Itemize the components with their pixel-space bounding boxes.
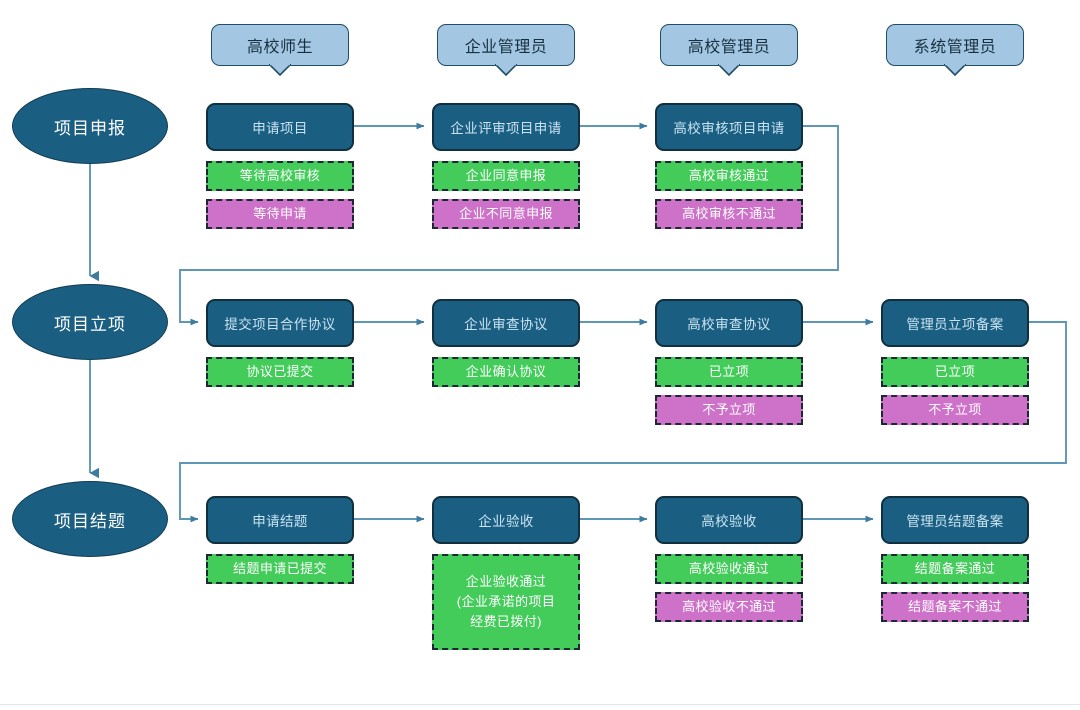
process-label: 企业审查协议 [464,317,548,332]
status-chip-pass: 已立项 [655,357,803,387]
process-label: 高校审查协议 [687,317,771,332]
speech-tail-icon [495,64,517,76]
role-label: 系统管理员 [913,39,997,56]
role-system-admin: 系统管理员 [886,24,1024,76]
status-chip-pass: 已立项 [881,357,1029,387]
step-submit-agreement[interactable]: 提交项目合作协议 [206,299,354,347]
step-school-check-agreement[interactable]: 高校审查协议 [655,299,803,347]
status-label: 已立项 [708,363,750,379]
status-label: 高校审核通过 [688,167,770,183]
stage-apply: 项目申报 [12,88,168,164]
status-label: 高校审核不通过 [682,205,776,221]
status-label: 结题备案通过 [914,560,996,576]
step-admin-record-completion[interactable]: 管理员结题备案 [881,496,1029,544]
status-chip-pass: 高校审核通过 [655,161,803,191]
stage-label: 项目结题 [54,511,126,531]
status-chip-pass: 结题申请已提交 [206,554,354,584]
status-chip-reject: 高校审核不通过 [655,199,803,229]
process-label: 提交项目合作协议 [224,317,336,332]
step-company-review-application[interactable]: 企业评审项目申请 [432,103,580,151]
status-label: 协议已提交 [246,363,314,379]
status-chip-pass: 高校验收通过 [655,554,803,584]
wire-row1-to-row2 [179,125,839,326]
status-label: 企业同意申报 [465,167,547,183]
step-apply-project[interactable]: 申请项目 [206,103,354,151]
role-label: 高校师生 [246,39,313,56]
speech-tail-icon [944,64,966,76]
process-label: 管理员立项备案 [906,317,1004,332]
role-label: 高校管理员 [687,39,771,56]
stage-finish: 项目结题 [12,481,168,557]
process-label: 高校审核项目申请 [673,121,785,136]
role-teacher-student: 高校师生 [211,24,349,76]
step-admin-record-setup[interactable]: 管理员立项备案 [881,299,1029,347]
stage-setup: 项目立项 [12,284,168,360]
status-chip-pass: 结题备案通过 [881,554,1029,584]
process-label: 企业评审项目申请 [450,121,562,136]
step-company-acceptance[interactable]: 企业验收 [432,496,580,544]
status-chip-pass: 企业确认协议 [432,357,580,387]
status-label: 等待申请 [253,205,307,221]
status-chip-reject: 等待申请 [206,199,354,229]
speech-tail-icon [269,64,291,76]
stage-label: 项目立项 [54,314,126,334]
status-label: 不予立项 [702,401,756,417]
role-company-admin: 企业管理员 [437,24,575,76]
status-chip-pass: 企业验收通过 (企业承诺的项目 经费已拨付) [432,554,580,650]
status-label: 企业验收通过 (企业承诺的项目 经费已拨付) [456,573,556,630]
step-school-acceptance[interactable]: 高校验收 [655,496,803,544]
step-apply-completion[interactable]: 申请结题 [206,496,354,544]
status-label: 结题备案不通过 [908,598,1002,614]
status-label: 高校验收不通过 [682,598,776,614]
status-chip-reject: 结题备案不通过 [881,592,1029,622]
role-label: 企业管理员 [464,39,548,56]
process-label: 管理员结题备案 [906,514,1004,529]
stage-label: 项目申报 [54,118,126,138]
status-chip-pass: 企业同意申报 [432,161,580,191]
role-school-admin: 高校管理员 [660,24,798,76]
step-school-audit-application[interactable]: 高校审核项目申请 [655,103,803,151]
speech-tail-icon [718,64,740,76]
footer-divider [0,704,1080,705]
process-label: 申请项目 [252,121,308,136]
status-label: 已立项 [934,363,976,379]
status-label: 不予立项 [928,401,982,417]
status-chip-pass: 等待高校审核 [206,161,354,191]
status-label: 企业不同意申报 [459,205,553,221]
status-chip-reject: 企业不同意申报 [432,199,580,229]
process-label: 申请结题 [252,514,308,529]
status-label: 等待高校审核 [239,167,321,183]
status-label: 高校验收通过 [688,560,770,576]
step-company-check-agreement[interactable]: 企业审查协议 [432,299,580,347]
wire-row2-to-row3 [179,321,1067,523]
process-label: 高校验收 [701,514,757,529]
status-label: 结题申请已提交 [233,560,327,576]
status-chip-reject: 不予立项 [881,395,1029,425]
status-chip-reject: 高校验收不通过 [655,592,803,622]
status-chip-reject: 不予立项 [655,395,803,425]
process-label: 企业验收 [478,514,534,529]
status-label: 企业确认协议 [465,363,547,379]
status-chip-pass: 协议已提交 [206,357,354,387]
